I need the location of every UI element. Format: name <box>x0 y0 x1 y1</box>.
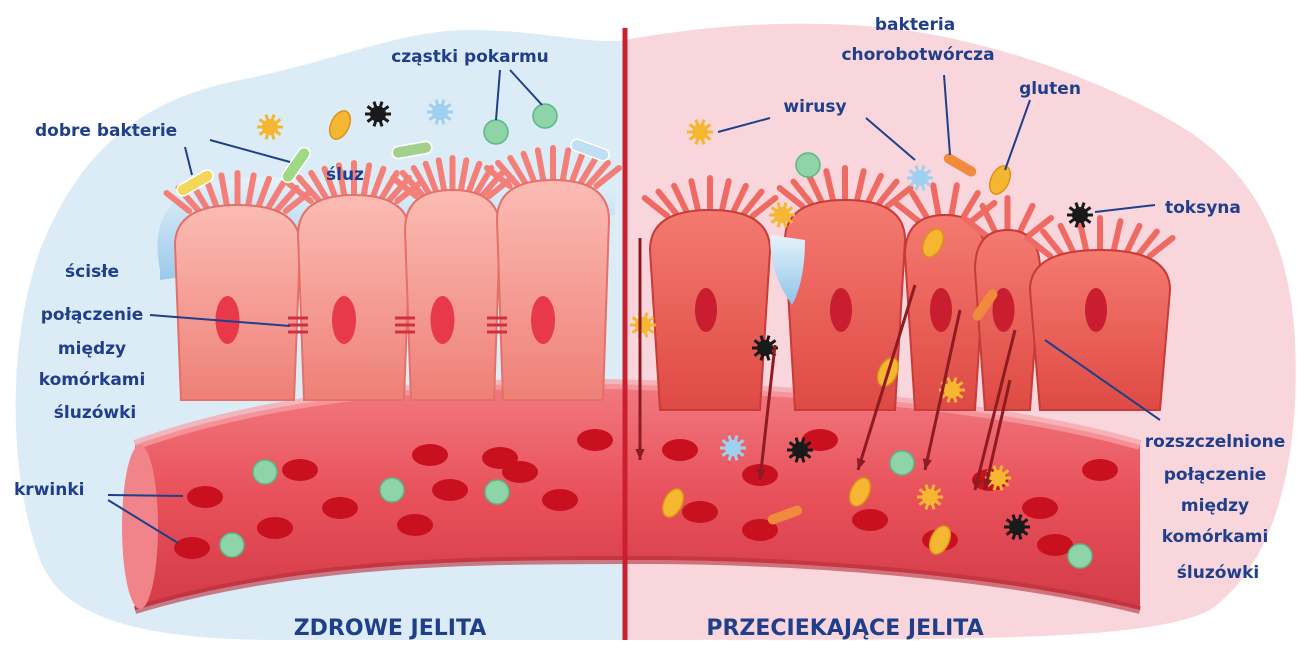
red-blood-cell <box>682 501 718 523</box>
title-leaky-gut: PRZECIEKAJĄCE JELITA <box>706 616 983 641</box>
red-blood-cell <box>1022 497 1058 519</box>
red-blood-cell <box>1037 534 1073 556</box>
red-blood-cell <box>397 514 433 536</box>
yellow-virus-body <box>944 382 960 398</box>
label-good-bacteria: dobre bakterie <box>35 121 177 141</box>
cell-nucleus <box>1085 288 1107 332</box>
red-blood-cell <box>322 497 358 519</box>
red-blood-cell <box>412 444 448 466</box>
cell-nucleus <box>531 296 555 344</box>
food-particle <box>796 153 820 177</box>
toxin-particle-body <box>757 340 773 356</box>
yellow-virus-body <box>774 207 790 223</box>
red-blood-cell <box>432 479 468 501</box>
cell-nucleus <box>930 288 952 332</box>
label-viruses: wirusy <box>783 97 846 117</box>
yellow-virus-body <box>635 317 651 333</box>
food-particle <box>890 451 914 475</box>
food-particle <box>253 460 277 484</box>
red-blood-cell <box>577 429 613 451</box>
healthy-epithelial-cell <box>298 195 410 400</box>
yellow-virus-body <box>990 470 1006 486</box>
food-particle <box>1068 544 1092 568</box>
cell-nucleus <box>695 288 717 332</box>
toxin-particle-body <box>1009 519 1025 535</box>
red-blood-cell <box>282 459 318 481</box>
blue-virus-body <box>432 104 448 120</box>
label-blood-cells: krwinki <box>14 480 84 500</box>
cell-nucleus <box>830 288 852 332</box>
red-blood-cell <box>852 509 888 531</box>
blue-virus-body <box>725 440 741 456</box>
red-blood-cell <box>174 537 210 559</box>
label-gluten: gluten <box>1019 79 1081 99</box>
red-blood-cell <box>257 517 293 539</box>
healthy-epithelial-cell <box>497 180 609 400</box>
cell-nucleus <box>332 296 356 344</box>
yellow-virus-body <box>922 489 938 505</box>
leader-blood-cells-1 <box>108 495 183 496</box>
cell-nucleus <box>431 296 455 344</box>
food-particle <box>380 478 404 502</box>
yellow-virus-body <box>262 119 278 135</box>
red-blood-cell <box>482 447 518 469</box>
toxin-particle-body <box>370 106 386 122</box>
toxin-particle-body <box>1072 207 1088 223</box>
toxin-particle-body <box>792 442 808 458</box>
label-toxin: toksyna <box>1165 198 1241 218</box>
red-blood-cell <box>662 439 698 461</box>
food-particle <box>220 533 244 557</box>
healthy-epithelial-cell <box>175 205 300 400</box>
label-food-particles: cząstki pokarmu <box>391 47 549 67</box>
red-blood-cell <box>542 489 578 511</box>
red-blood-cell <box>1082 459 1118 481</box>
healthy-epithelial-cell <box>405 190 500 400</box>
food-particle <box>533 104 557 128</box>
food-particle <box>484 120 508 144</box>
yellow-virus-body <box>692 124 708 140</box>
label-mucus: śluz <box>326 165 364 185</box>
blue-virus-body <box>912 170 928 186</box>
food-particle <box>485 480 509 504</box>
title-healthy-gut: ZDROWE JELITA <box>294 616 487 641</box>
red-blood-cell <box>187 486 223 508</box>
